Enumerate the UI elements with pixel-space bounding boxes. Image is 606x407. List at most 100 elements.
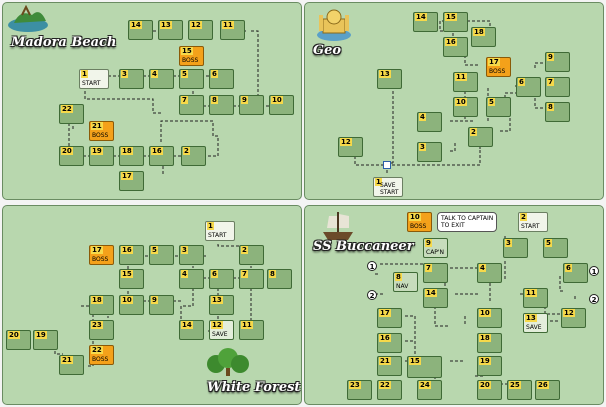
- room: 22: [377, 380, 402, 400]
- madora-beach-island-icon: [6, 4, 51, 33]
- room: 26: [535, 380, 560, 400]
- ship-icon: [319, 210, 357, 242]
- room: 10: [477, 308, 502, 328]
- room: 3: [417, 142, 442, 162]
- room: 10: [269, 95, 294, 115]
- room: 9: [545, 52, 570, 72]
- room: 2: [468, 127, 493, 147]
- map-title: Madora Beach: [11, 35, 117, 50]
- room: 7: [423, 263, 448, 283]
- warp-marker: 2: [589, 294, 599, 304]
- room: 18: [471, 27, 496, 47]
- room: 21: [377, 356, 402, 376]
- room: 18: [89, 295, 114, 315]
- map-title: Geo: [313, 43, 342, 58]
- room: 4: [149, 69, 174, 89]
- room: 21: [59, 355, 84, 375]
- room: 16: [443, 37, 468, 57]
- room: 8: [209, 95, 234, 115]
- room: 15: [443, 12, 468, 32]
- room: 11: [523, 288, 548, 308]
- room: 5: [486, 97, 511, 117]
- room: 14: [179, 320, 204, 340]
- room: 10: [453, 97, 478, 117]
- room: 18: [477, 333, 502, 353]
- room: 12: [561, 308, 586, 328]
- room: 6: [563, 263, 588, 283]
- warp-marker: 1: [367, 261, 377, 271]
- room: 12: [188, 20, 213, 40]
- room: 5: [179, 69, 204, 89]
- room: 15: [407, 356, 442, 378]
- room: 5: [543, 238, 568, 258]
- room: 15: [119, 269, 144, 289]
- room: 6: [209, 269, 234, 289]
- room: 17: [377, 308, 402, 328]
- map-title: SS Buccaneer: [313, 239, 414, 254]
- room: 20: [6, 330, 31, 350]
- room: 23: [89, 320, 114, 340]
- room: 20: [477, 380, 502, 400]
- map-title: White Forest: [207, 380, 301, 395]
- room: 3: [119, 69, 144, 89]
- room: 12: [338, 137, 363, 157]
- room: 8: [267, 269, 292, 289]
- room: 13: [377, 69, 402, 89]
- warp-marker: 2: [367, 290, 377, 300]
- talk-to-captain-note: TALK TO CAPTAIN TO EXIT: [437, 212, 498, 232]
- room: 13: [209, 295, 234, 315]
- room: 5: [149, 245, 174, 265]
- room: 24: [417, 380, 442, 400]
- room: 13: [158, 20, 183, 40]
- room: 2: [181, 146, 206, 166]
- room: 23: [347, 380, 372, 400]
- room: 18: [119, 146, 144, 166]
- room: 11: [220, 20, 245, 40]
- room: 3: [179, 245, 204, 265]
- room: 7: [179, 95, 204, 115]
- room: 9: [149, 295, 174, 315]
- room: 9: [239, 95, 264, 115]
- room: 8: [545, 102, 570, 122]
- room: 11: [239, 320, 264, 340]
- geo-palace-icon: [315, 5, 353, 43]
- room: 17: [119, 171, 144, 191]
- room: 2: [239, 245, 264, 265]
- room: 16: [377, 333, 402, 353]
- save-point-icon: [383, 161, 391, 169]
- room: 16: [119, 245, 144, 265]
- room: 19: [33, 330, 58, 350]
- room: 4: [477, 263, 502, 283]
- room: 6: [209, 69, 234, 89]
- room: 20: [59, 146, 84, 166]
- room: 19: [89, 146, 114, 166]
- room: 19: [477, 356, 502, 376]
- room: 11: [453, 72, 478, 92]
- room: 16: [149, 146, 174, 166]
- warp-marker: 1: [589, 266, 599, 276]
- room: 4: [179, 269, 204, 289]
- room: 14: [413, 12, 438, 32]
- room: 6: [516, 77, 541, 97]
- room: 14: [423, 288, 448, 308]
- room: 22: [59, 104, 84, 124]
- room: 7: [239, 269, 264, 289]
- room: 7: [545, 77, 570, 97]
